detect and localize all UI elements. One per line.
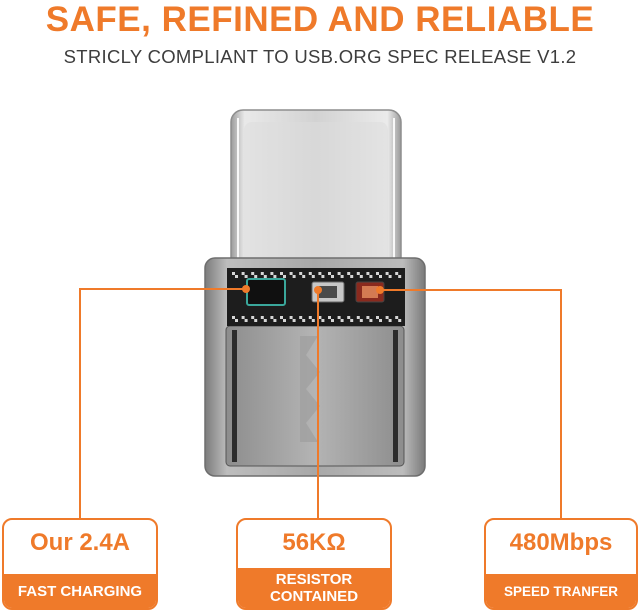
feature-label-band: FAST CHARGING	[4, 574, 156, 608]
board-pin	[318, 316, 322, 319]
board-pin	[308, 316, 312, 319]
board-pin	[356, 316, 360, 319]
feature-label: SPEED TRANFER	[503, 583, 618, 599]
board-pin	[388, 319, 392, 322]
circuit-board	[227, 268, 405, 326]
board-pin	[366, 272, 370, 275]
board-pin	[302, 319, 306, 322]
board-pin	[347, 316, 351, 319]
board-pin	[263, 319, 267, 322]
callout-line-speed	[380, 289, 562, 520]
board-pin	[331, 275, 334, 278]
board-pin	[350, 275, 354, 278]
board-pin	[328, 272, 331, 275]
board-pin	[260, 272, 264, 275]
board-pin	[398, 275, 402, 278]
board-pin	[376, 316, 379, 319]
board-pin	[356, 272, 360, 275]
chip-component	[246, 278, 286, 306]
feature-label-line-1: RESISTOR	[275, 571, 353, 588]
board-pin	[379, 275, 382, 278]
board-pin	[318, 272, 322, 275]
board-pin	[235, 319, 238, 322]
board-pin	[302, 275, 306, 278]
board-pin	[395, 316, 399, 319]
feature-card-fast-charging: Our 2.4A FAST CHARGING	[2, 518, 158, 610]
board-pin	[379, 319, 382, 322]
board-pin	[376, 272, 379, 275]
board-pin	[283, 275, 286, 278]
board-pin	[347, 272, 351, 275]
board-pin	[270, 272, 274, 275]
page-title: SAFE, REFINED AND RELIABLE	[45, 0, 595, 39]
board-pin	[280, 316, 283, 319]
callout-lines	[79, 288, 562, 520]
board-pin	[369, 275, 373, 278]
feature-card-speed: 480Mbps SPEED TRANFER	[484, 518, 638, 610]
board-pin	[388, 275, 392, 278]
board-pin	[340, 319, 344, 322]
callout-dot-speed	[376, 286, 384, 294]
feature-label-band: RESISTOR CONTAINED	[238, 568, 390, 608]
board-pin	[289, 272, 293, 275]
callout-dot-resistor	[314, 286, 322, 294]
feature-value: 56KΩ	[282, 529, 346, 556]
board-pin	[270, 316, 274, 319]
board-pin	[263, 275, 267, 278]
board-pin	[328, 316, 331, 319]
board-pin	[308, 272, 312, 275]
board-pin	[337, 316, 341, 319]
board-pin	[244, 275, 248, 278]
board-pin	[235, 275, 238, 278]
board-pin	[232, 272, 235, 275]
board-pin	[337, 272, 341, 275]
board-pin	[359, 319, 363, 322]
feature-label-line-2: CONTAINED	[269, 588, 359, 605]
board-pin	[369, 319, 373, 322]
board-pin	[321, 275, 325, 278]
board-pin	[273, 319, 277, 322]
board-pin	[292, 319, 296, 322]
page-subtitle: STRICLY COMPLIANT TO USB.ORG SPEC RELEAS…	[63, 46, 577, 67]
board-pin	[292, 275, 296, 278]
board-pin	[350, 319, 354, 322]
callout-line-charging	[79, 288, 246, 520]
board-pin	[299, 272, 303, 275]
board-pin	[254, 275, 258, 278]
feature-value: 480Mbps	[509, 529, 613, 556]
board-pin	[241, 272, 245, 275]
board-pin	[311, 319, 315, 322]
board-pin	[283, 319, 286, 322]
feature-label: FAST CHARGING	[17, 582, 143, 600]
board-pin	[321, 319, 325, 322]
board-pin	[280, 272, 283, 275]
board-pin	[340, 275, 344, 278]
board-pin	[251, 272, 255, 275]
board-pin	[331, 319, 334, 322]
board-pin	[244, 319, 248, 322]
board-pin	[385, 316, 389, 319]
feature-label-band: SPEED TRANFER	[486, 574, 636, 608]
board-pin	[395, 272, 399, 275]
feature-value: Our 2.4A	[29, 529, 131, 556]
board-pin	[241, 316, 245, 319]
board-pin	[289, 316, 293, 319]
feature-card-resistor: 56KΩ RESISTOR CONTAINED	[236, 518, 392, 610]
board-pin	[251, 316, 255, 319]
board-pin	[260, 316, 264, 319]
board-pin	[398, 319, 402, 322]
board-pin	[359, 275, 363, 278]
board-pin	[385, 272, 389, 275]
board-pin	[366, 316, 370, 319]
callout-dot-charging	[242, 285, 250, 293]
board-pin	[273, 275, 277, 278]
board-pin	[232, 316, 235, 319]
board-pin	[254, 319, 258, 322]
usb-c-plug	[230, 109, 402, 271]
board-pin	[311, 275, 315, 278]
board-pin	[299, 316, 303, 319]
